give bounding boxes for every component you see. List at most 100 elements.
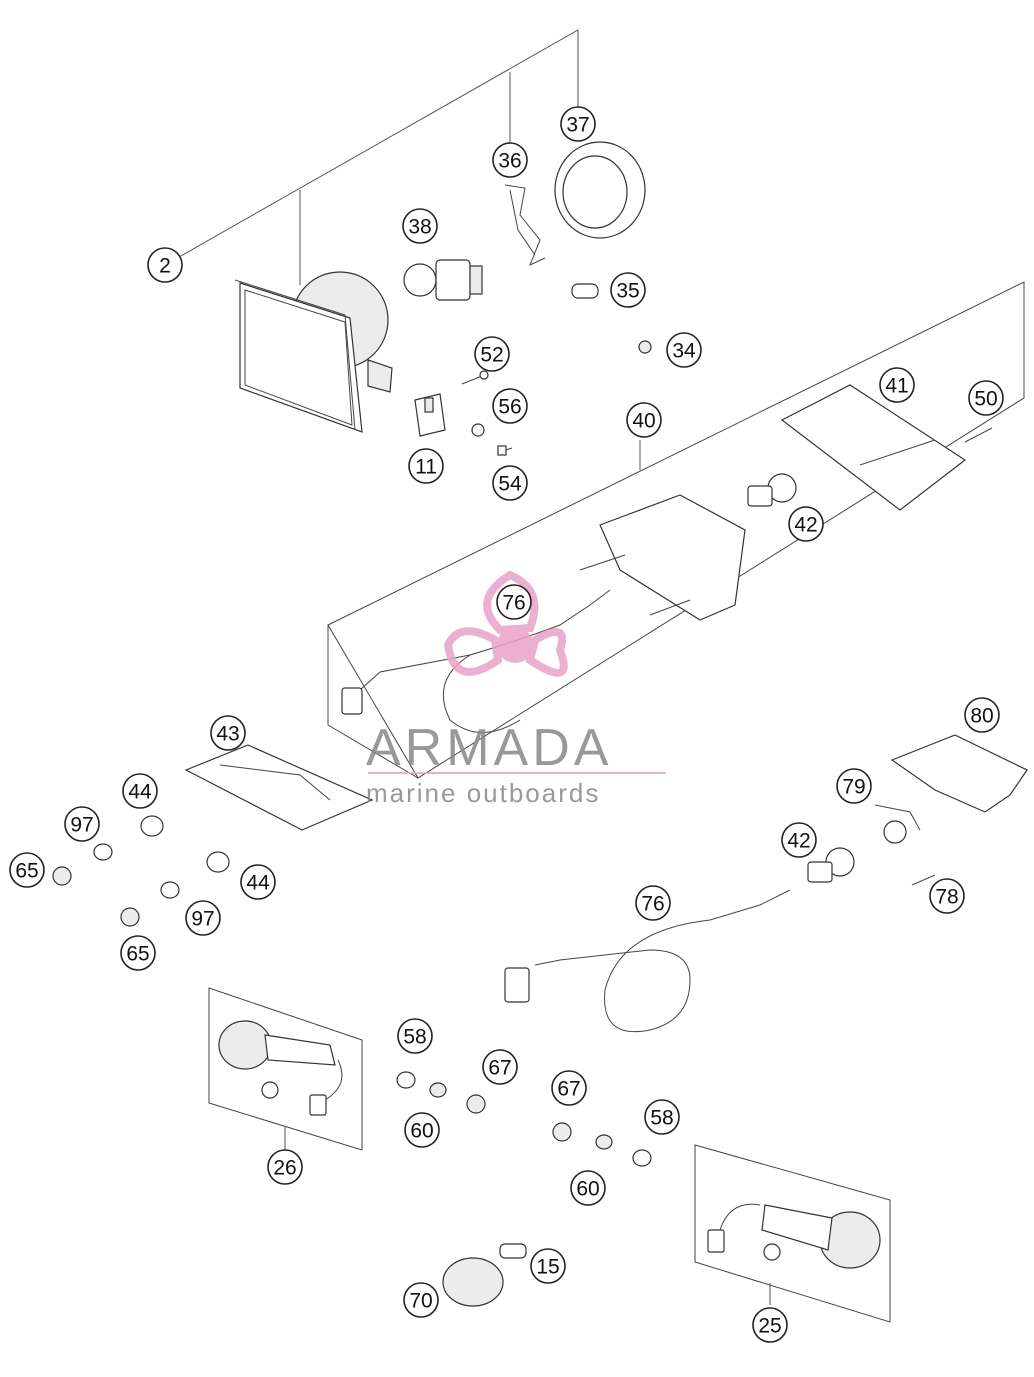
callout-11: 11 <box>408 448 444 484</box>
callout-number: 38 <box>408 216 431 239</box>
washer-58-left <box>396 1071 416 1089</box>
callout-58: 58 <box>644 1099 680 1135</box>
bushing-44-top <box>140 815 164 837</box>
washer-56 <box>471 423 485 437</box>
callout-number: 34 <box>672 340 696 363</box>
callout-circle <box>64 806 100 842</box>
callout-number: 79 <box>842 776 865 799</box>
callout-circle <box>781 822 817 858</box>
callout-circle <box>610 272 646 308</box>
plate-light-bulb <box>807 847 855 883</box>
callout-circle <box>492 388 528 424</box>
grommet <box>638 340 652 354</box>
screw-54 <box>497 445 513 456</box>
callout-circle <box>9 852 45 888</box>
callout-44: 44 <box>122 773 158 809</box>
callout-number: 65 <box>126 943 149 966</box>
callout-number: 76 <box>502 592 525 615</box>
callout-number: 44 <box>128 781 152 804</box>
taillight-box <box>327 281 1025 779</box>
callout-circle <box>551 1070 587 1106</box>
callout-circle <box>482 1049 518 1085</box>
callout-circle <box>240 864 276 900</box>
nut-65-left <box>52 866 72 886</box>
right-indicator <box>707 1203 881 1269</box>
callout-97: 97 <box>185 900 221 936</box>
callout-circle <box>964 697 1000 733</box>
callout-circle <box>474 336 510 372</box>
callout-43: 43 <box>210 715 246 751</box>
callout-number: 65 <box>15 860 38 883</box>
washer-97-top <box>93 843 113 861</box>
callout-circle <box>570 1170 606 1206</box>
callout-number: 52 <box>480 344 503 367</box>
callout-number: 76 <box>641 893 664 916</box>
callout-number: 97 <box>70 814 93 837</box>
callout-circle <box>210 715 246 751</box>
bushing-44-bottom <box>206 851 230 873</box>
washer-58-right <box>632 1149 652 1167</box>
callout-circle <box>666 332 702 368</box>
callout-50: 50 <box>968 380 1004 416</box>
callout-number: 25 <box>758 1315 781 1338</box>
callout-67: 67 <box>482 1049 518 1085</box>
callout-15: 15 <box>530 1248 566 1284</box>
callout-number: 97 <box>191 908 214 931</box>
callout-60: 60 <box>570 1170 606 1206</box>
callout-circle <box>122 773 158 809</box>
screw-52 <box>461 370 489 385</box>
callout-number: 58 <box>650 1107 673 1130</box>
screw-78 <box>911 874 936 886</box>
callout-56: 56 <box>492 388 528 424</box>
taillight-wiring <box>341 589 611 733</box>
callout-65: 65 <box>120 935 156 971</box>
callout-number: 70 <box>409 1290 432 1313</box>
callout-number: 54 <box>498 473 522 496</box>
callout-number: 60 <box>410 1120 433 1143</box>
callout-58: 58 <box>397 1018 433 1054</box>
callout-41: 41 <box>879 367 915 403</box>
callout-circle <box>267 1149 303 1185</box>
callout-circle <box>968 380 1004 416</box>
callout-number: 44 <box>246 872 270 895</box>
parking-bulb <box>571 283 599 299</box>
callout-44: 44 <box>240 864 276 900</box>
left-indicator <box>218 1020 343 1116</box>
callout-number: 26 <box>273 1157 296 1180</box>
callout-42: 42 <box>788 506 824 542</box>
callout-circle <box>635 885 671 921</box>
callout-circle <box>492 465 528 501</box>
callout-52: 52 <box>474 336 510 372</box>
callout-circle <box>879 367 915 403</box>
rubber-ring <box>554 141 646 239</box>
callout-60: 60 <box>404 1112 440 1148</box>
callout-number: 15 <box>536 1256 559 1279</box>
callout-number: 35 <box>616 280 639 303</box>
callout-number: 41 <box>885 375 908 398</box>
callout-54: 54 <box>492 465 528 501</box>
callout-78: 78 <box>929 878 965 914</box>
callout-number: 37 <box>566 114 589 137</box>
headlight-bulb <box>403 259 483 301</box>
callout-circle <box>752 1307 788 1343</box>
callout-number: 50 <box>974 388 997 411</box>
indicator-bulb <box>499 1243 527 1259</box>
headlight-group-leaders <box>164 29 579 285</box>
callout-42: 42 <box>781 822 817 858</box>
callout-circle <box>496 584 532 620</box>
watermark-brand: ARMADA <box>366 719 612 777</box>
callout-number: 58 <box>403 1026 426 1049</box>
callout-circle <box>492 142 528 178</box>
watermark-tagline: marine outboards <box>366 778 600 808</box>
callout-number: 2 <box>159 255 171 278</box>
spring-clip <box>504 184 546 266</box>
callout-80: 80 <box>964 697 1000 733</box>
callout-34: 34 <box>666 332 702 368</box>
nut-65-bottom <box>120 907 140 927</box>
lockwasher-60-right <box>595 1134 613 1150</box>
callout-25: 25 <box>752 1307 788 1343</box>
callout-37: 37 <box>560 106 596 142</box>
callout-circle <box>626 402 662 438</box>
callout-circle <box>788 506 824 542</box>
right-indicator-box <box>694 1144 891 1323</box>
